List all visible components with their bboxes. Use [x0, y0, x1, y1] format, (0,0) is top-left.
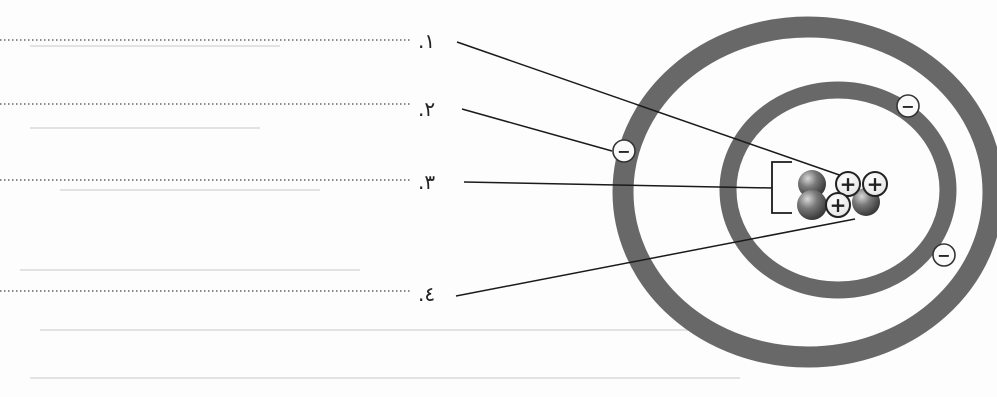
- svg-text:+: +: [867, 172, 884, 196]
- svg-text:+: +: [830, 193, 847, 217]
- nucleus-bracket: [772, 162, 792, 213]
- pointer-line-1: [457, 42, 848, 178]
- svg-text:−: −: [937, 246, 950, 265]
- electron: −: [897, 95, 919, 117]
- electron: −: [933, 244, 955, 266]
- proton: +: [863, 172, 887, 196]
- answer-lines: [0, 40, 412, 291]
- label-2: .٢: [418, 97, 435, 121]
- svg-text:−: −: [617, 142, 630, 161]
- svg-text:−: −: [901, 97, 914, 116]
- label-1: .١: [418, 29, 435, 53]
- label-4: .٤: [418, 282, 435, 306]
- nucleus: + + +: [797, 170, 887, 220]
- neutron: [797, 190, 827, 220]
- label-3: .٣: [418, 170, 435, 194]
- proton: +: [826, 193, 850, 217]
- electron: −: [613, 140, 635, 162]
- pointer-lines: [456, 42, 855, 296]
- pointer-line-2: [462, 109, 612, 151]
